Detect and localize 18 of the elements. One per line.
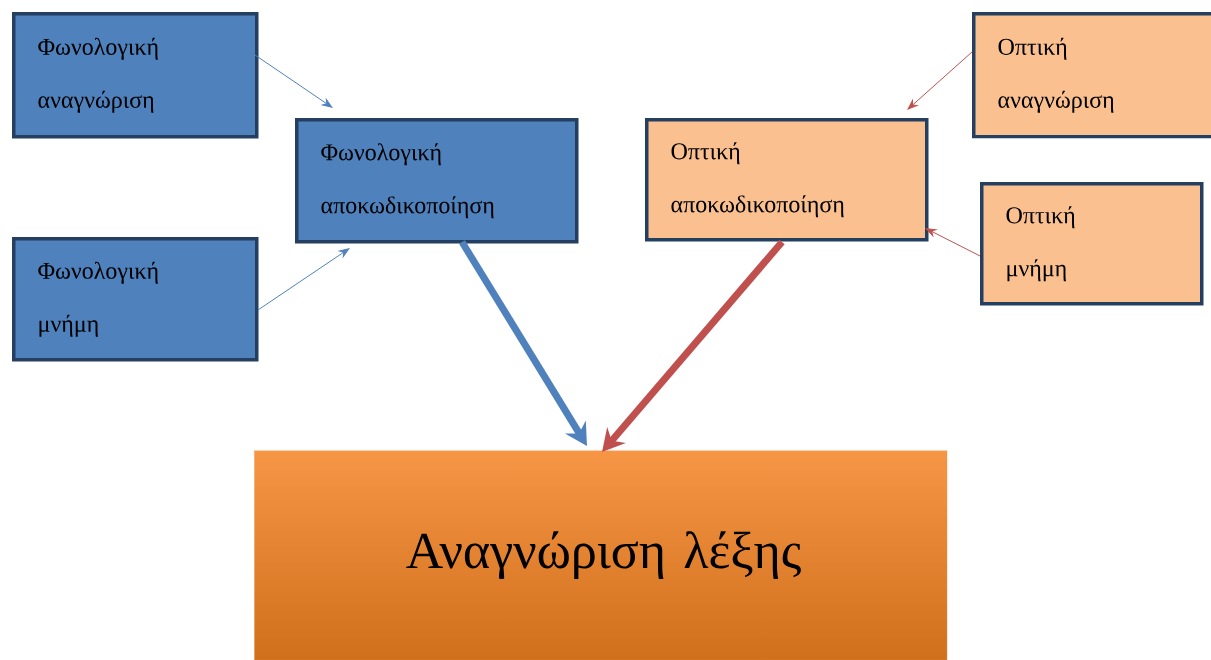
process-box [645, 118, 929, 242]
process-box [972, 12, 1211, 139]
arrow [925, 228, 981, 257]
node-label: Οπτική αναγνώριση [998, 37, 1114, 113]
process-box [980, 182, 1204, 306]
node-label: Οπτική αποκωδικοποίηση [671, 142, 844, 218]
node-label: Φωνολογική μνήμη [38, 261, 158, 337]
arrow [907, 51, 973, 110]
node-label: Αναγνώριση λέξης [406, 531, 801, 580]
word-box [254, 450, 948, 660]
process-box [12, 12, 259, 139]
node-label: Φωνολογική αποκωδικοποίηση [321, 143, 494, 219]
arrow [257, 248, 350, 311]
process-box [12, 237, 259, 362]
node-label: Φωνολογική αναγνώριση [38, 37, 158, 113]
process-box [295, 118, 579, 244]
arrow [254, 54, 333, 108]
node-label: Οπτική μνήμη [1006, 206, 1075, 282]
